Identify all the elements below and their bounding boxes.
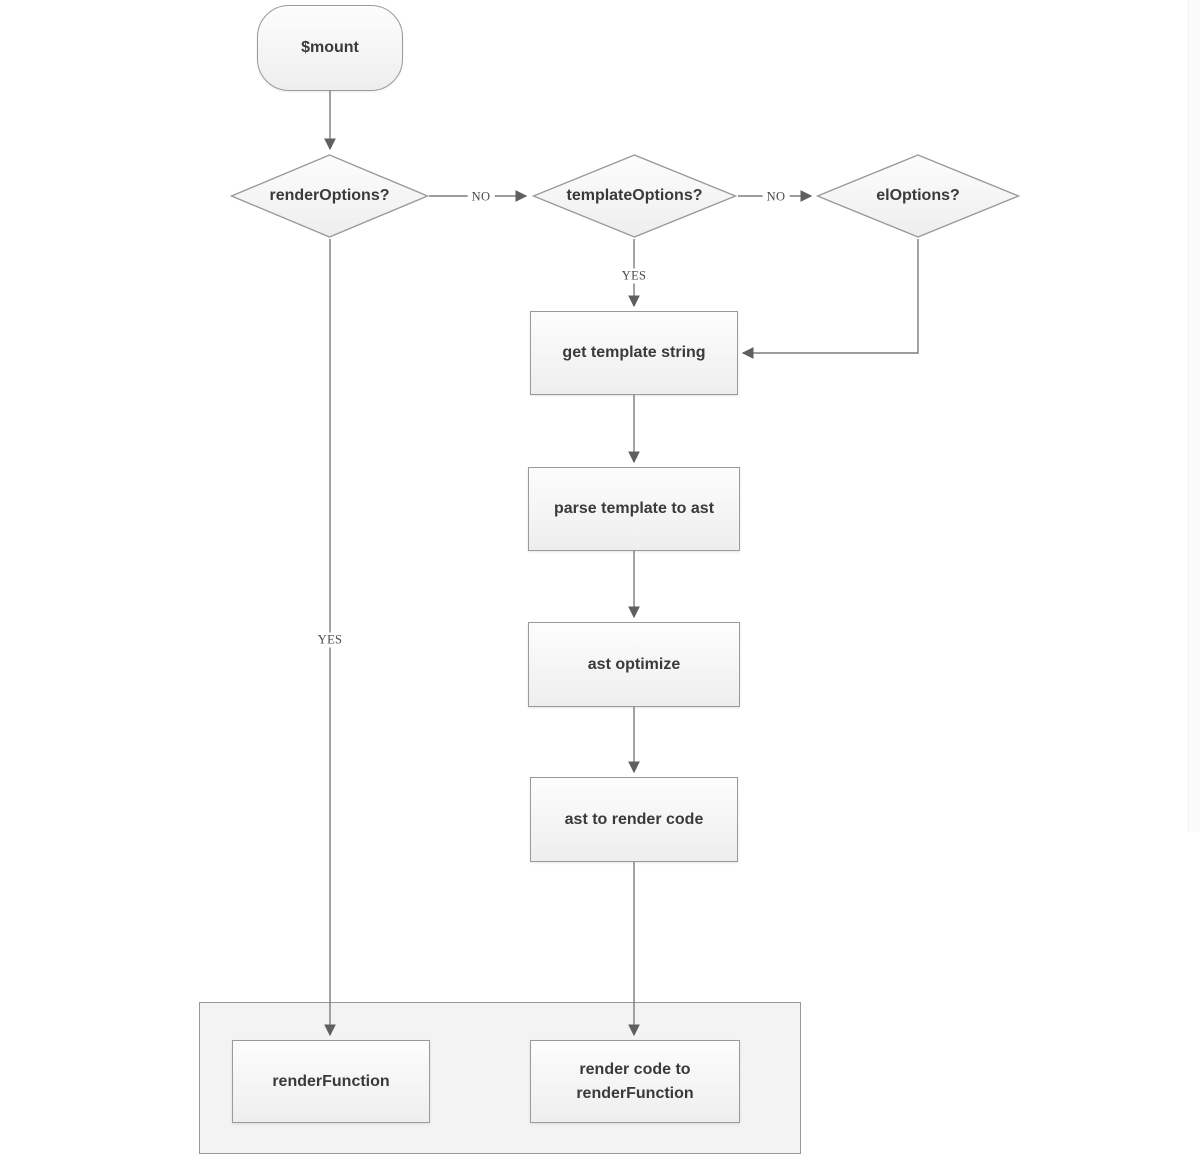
node-label: ast to render code xyxy=(564,810,704,828)
node-label: $mount xyxy=(301,39,359,57)
diamond-shape xyxy=(230,154,429,238)
node-mount: $mount xyxy=(257,5,403,91)
edge-label-no: NO xyxy=(762,189,790,205)
node-label: render code to renderFunction xyxy=(576,1061,694,1102)
diamond-shape xyxy=(816,154,1020,238)
node-ast-to-render-code: ast to render code xyxy=(530,777,738,862)
node-label: ast optimize xyxy=(587,655,681,673)
edge-label-yes: YES xyxy=(313,632,347,648)
node-template-options: templateOptions? xyxy=(532,154,737,238)
node-label: elOptions? xyxy=(876,187,960,205)
node-get-template-string: get template string xyxy=(530,311,738,395)
node-el-options: elOptions? xyxy=(816,154,1020,238)
node-render-function: renderFunction xyxy=(232,1040,430,1123)
node-label: templateOptions? xyxy=(566,187,703,205)
edge-label-no: NO xyxy=(467,189,495,205)
diamond-shape xyxy=(532,154,737,238)
node-label: renderFunction xyxy=(272,1072,390,1090)
node-label: renderOptions? xyxy=(269,187,390,205)
node-ast-optimize: ast optimize xyxy=(528,622,740,707)
node-parse-template-to-ast: parse template to ast xyxy=(528,467,740,551)
node-render-options: renderOptions? xyxy=(230,154,429,238)
node-label: get template string xyxy=(562,344,706,362)
edge-label-yes: YES xyxy=(617,268,651,284)
node-render-code-to-render-function: render code to renderFunction xyxy=(530,1040,740,1123)
canvas-edge-strip xyxy=(1188,0,1200,832)
node-label: parse template to ast xyxy=(553,500,715,518)
